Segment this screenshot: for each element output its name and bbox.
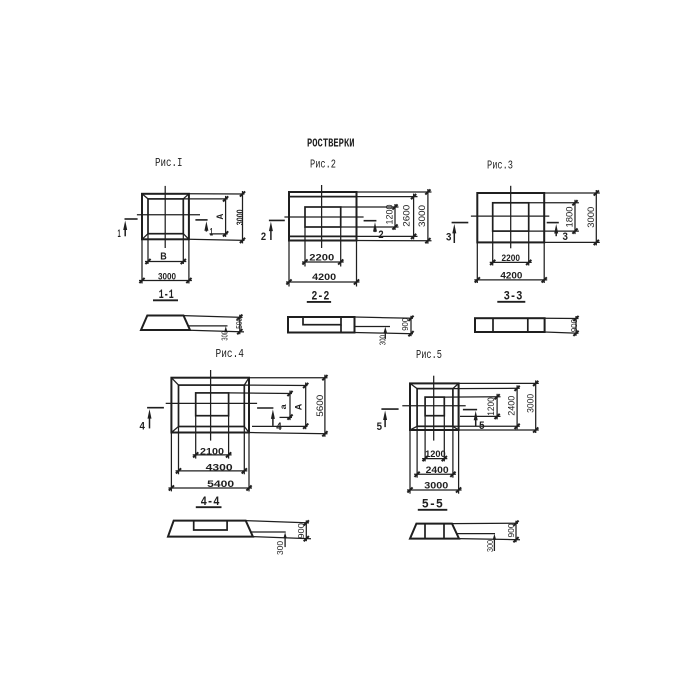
svg-text:300: 300 [276, 541, 285, 555]
svg-text:900: 900 [297, 523, 306, 539]
svg-text:Рис.I: Рис.I [155, 156, 183, 170]
svg-text:4-4: 4-4 [201, 495, 220, 509]
svg-text:4200: 4200 [500, 270, 522, 280]
svg-text:300: 300 [379, 335, 388, 346]
svg-text:300: 300 [221, 331, 230, 341]
svg-text:1200: 1200 [486, 397, 496, 416]
svg-text:А: А [294, 404, 305, 411]
svg-text:Рис.5: Рис.5 [416, 348, 442, 362]
svg-text:1-1: 1-1 [159, 288, 174, 302]
svg-text:2400: 2400 [506, 396, 516, 416]
svg-text:4300: 4300 [206, 462, 233, 472]
svg-text:5600: 5600 [315, 395, 325, 417]
svg-text:Рис.2: Рис.2 [310, 158, 336, 172]
svg-text:5: 5 [377, 421, 382, 433]
svg-text:3000: 3000 [586, 207, 596, 228]
svg-text:3000: 3000 [158, 272, 176, 282]
svg-text:900: 900 [401, 317, 410, 330]
svg-text:а: а [278, 404, 288, 409]
svg-text:1800: 1800 [565, 206, 575, 227]
svg-text:3000: 3000 [424, 481, 448, 491]
svg-text:2100: 2100 [200, 446, 224, 456]
svg-text:1: 1 [210, 227, 213, 239]
svg-text:Рис.4: Рис.4 [216, 347, 245, 361]
svg-text:4: 4 [140, 420, 146, 432]
svg-text:5-5: 5-5 [422, 498, 443, 512]
svg-text:А: А [215, 213, 225, 219]
svg-text:3000: 3000 [417, 205, 427, 227]
svg-text:3: 3 [563, 231, 568, 243]
svg-text:1200: 1200 [384, 204, 394, 224]
svg-text:3000: 3000 [235, 209, 246, 225]
svg-text:3-3: 3-3 [504, 289, 523, 303]
svg-text:5400: 5400 [207, 479, 234, 489]
svg-text:3: 3 [446, 232, 451, 244]
svg-text:3000: 3000 [526, 394, 536, 413]
svg-text:500: 500 [235, 317, 244, 328]
svg-text:300: 300 [486, 540, 495, 552]
svg-text:4200: 4200 [312, 272, 336, 282]
svg-text:900: 900 [570, 318, 579, 332]
svg-text:900: 900 [507, 523, 516, 537]
svg-text:2: 2 [378, 229, 383, 241]
svg-text:2200: 2200 [502, 253, 521, 263]
svg-text:2400: 2400 [426, 465, 449, 475]
svg-text:2600: 2600 [402, 205, 412, 227]
svg-text:2200: 2200 [309, 253, 334, 263]
svg-text:В: В [160, 251, 167, 262]
svg-text:2-2: 2-2 [311, 289, 329, 303]
svg-text:РОСТВЕРКИ: РОСТВЕРКИ [307, 136, 355, 150]
svg-text:Рис.3: Рис.3 [487, 159, 513, 173]
svg-text:1200: 1200 [425, 449, 446, 459]
svg-text:1: 1 [118, 228, 121, 240]
svg-text:2: 2 [261, 231, 266, 243]
